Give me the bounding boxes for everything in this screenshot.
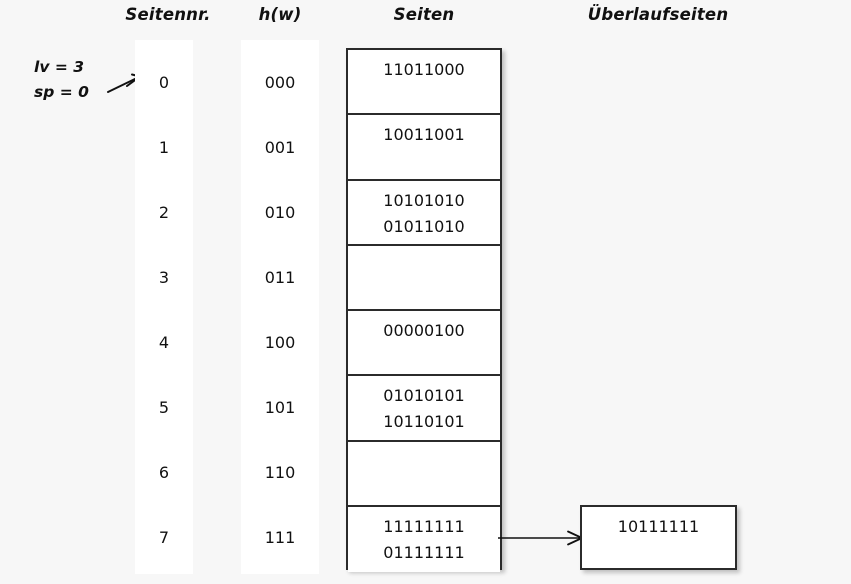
page-entry: 11011000: [383, 60, 465, 79]
seitennr-cell: 1: [158, 138, 170, 157]
page-bucket: 10011001: [348, 115, 500, 181]
column-header-hw: h(w): [258, 5, 302, 24]
level-split-parameters: lv = 3 sp = 0: [34, 55, 89, 105]
page-entry: 10101010: [383, 190, 465, 210]
page-entry: 01010101: [383, 386, 465, 406]
split-pointer-value: sp = 0: [34, 83, 89, 101]
page-entry: 01111111: [383, 542, 465, 562]
hw-cell: 111: [264, 528, 296, 547]
hw-cell: 101: [264, 398, 296, 417]
page-entry: 10011001: [383, 125, 465, 145]
page-entry: 11111111: [383, 516, 465, 536]
page-entry: 10110101: [383, 412, 465, 432]
overflow-connector-arrow-icon: [498, 530, 583, 546]
seitennr-cell: 0: [158, 73, 170, 92]
page-entry: 00000100: [383, 321, 465, 340]
seitennr-cell: 3: [158, 268, 170, 287]
page-entry: 01011010: [383, 216, 465, 236]
hw-column-band: [241, 40, 319, 574]
page-bucket: 00000100: [348, 311, 500, 377]
pages-table: 11011000 10011001 10101010 01011010 0000…: [346, 48, 502, 572]
page-bucket: 10101010 01011010: [348, 180, 500, 246]
hw-cell: 010: [264, 203, 296, 222]
seitennr-cell: 5: [158, 398, 170, 417]
page-bucket: 11011000: [348, 50, 500, 116]
seitennr-column-band: [135, 40, 193, 574]
seitennr-cell: 2: [158, 203, 170, 222]
hw-cell: 100: [264, 333, 296, 352]
hw-cell: 001: [264, 138, 296, 157]
page-bucket: 01010101 10110101: [348, 376, 500, 442]
overflow-page: 10111111: [580, 505, 737, 570]
seitennr-cell: 6: [158, 463, 170, 482]
page-bucket: [348, 245, 500, 311]
page-bucket: [348, 441, 500, 507]
seitennr-cell: 4: [158, 333, 170, 352]
column-header-ueberlaufseiten: Überlaufseiten: [587, 5, 729, 24]
hw-cell: 011: [264, 268, 296, 287]
page-bucket: 11111111 01111111: [348, 506, 500, 572]
seitennr-cell: 7: [158, 528, 170, 547]
level-value: lv = 3: [34, 58, 84, 76]
hw-cell: 110: [264, 463, 296, 482]
column-header-seiten: Seiten: [393, 5, 455, 24]
overflow-page-entry: 10111111: [617, 517, 700, 536]
column-header-seitennr: Seitennr.: [125, 5, 211, 24]
hw-cell: 000: [264, 73, 296, 92]
